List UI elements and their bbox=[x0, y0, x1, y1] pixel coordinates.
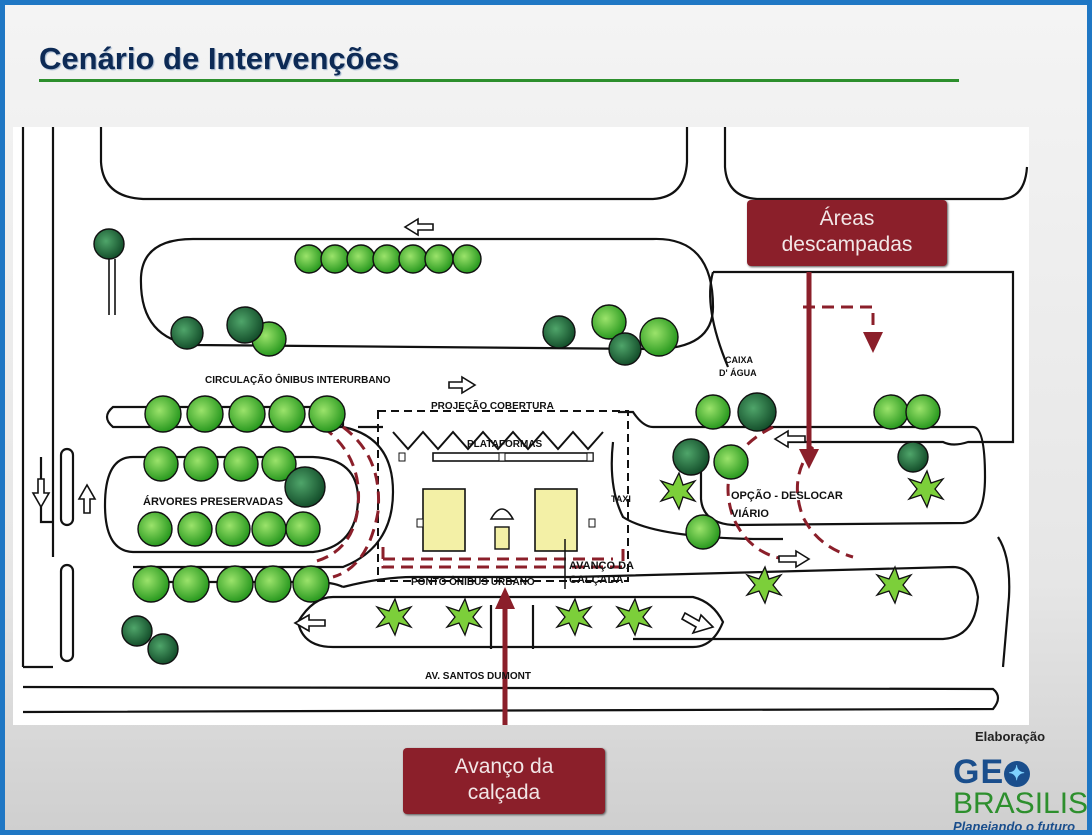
logo-geo-text: GE bbox=[953, 753, 1005, 791]
traffic-arrows bbox=[31, 217, 811, 635]
label-plataformas: PLATAFORMAS bbox=[467, 439, 543, 450]
callout-avanco-line-1: Avanço da bbox=[454, 755, 554, 778]
slide-title: Cenário de Intervenções bbox=[39, 41, 400, 76]
intervention-lines bbox=[312, 305, 875, 579]
title-underline bbox=[39, 79, 959, 82]
label-avanco-1: AVANÇO DA bbox=[569, 560, 634, 572]
callout-areas-descampadas: Áreas descampadas bbox=[747, 200, 947, 266]
arrow-head-secondary bbox=[863, 332, 883, 353]
label-avanco-2: CALÇADA bbox=[569, 574, 623, 586]
callout-areas-line-2: descampadas bbox=[781, 233, 913, 256]
label-opcao-2: VIÁRIO bbox=[731, 507, 769, 520]
label-caixa-1: CAIXA bbox=[725, 355, 754, 365]
arrow-head-down-areas bbox=[799, 449, 819, 469]
callout-areas-line-1: Áreas bbox=[819, 207, 875, 230]
terminal-building bbox=[377, 410, 629, 582]
label-taxi: TAXI bbox=[611, 494, 631, 504]
label-arvores: ÁRVORES PRESERVADAS bbox=[143, 495, 283, 508]
label-ponto: PONTO ÔNIBUS URBANO bbox=[411, 575, 535, 588]
tree-clusters bbox=[93, 228, 945, 665]
label-projecao: PROJEÇÃO COBERTURA bbox=[431, 399, 554, 412]
arrow-head-up-calcada bbox=[495, 587, 515, 609]
globe-icon: ✦ bbox=[1004, 761, 1031, 787]
red-arrows bbox=[502, 272, 812, 725]
callout-avanco-line-2: calçada bbox=[467, 781, 541, 804]
callout-avanco-calcada: Avanço da calçada bbox=[403, 748, 605, 814]
logo-tagline: Planejando o futuro bbox=[953, 819, 1076, 834]
credit-block: Elaboração GE✦ BRASILIS Planejando o fut… bbox=[953, 727, 1087, 834]
label-avenida: AV. SANTOS DUMONT bbox=[425, 671, 531, 682]
geobrasilis-logo: GE✦ bbox=[953, 753, 1031, 792]
site-plan-drawing: CIRCULAÇÃO ÔNIBUS INTERURBANO PROJEÇÃO C… bbox=[21, 127, 1029, 725]
label-caixa-2: D' ÁGUA bbox=[719, 368, 757, 378]
label-opcao-1: OPÇÃO - DESLOCAR bbox=[731, 489, 843, 502]
label-circulacao: CIRCULAÇÃO ÔNIBUS INTERURBANO bbox=[205, 373, 391, 386]
logo-brasilis-text: BRASILIS bbox=[953, 787, 1089, 820]
credit-label: Elaboração bbox=[975, 729, 1046, 744]
